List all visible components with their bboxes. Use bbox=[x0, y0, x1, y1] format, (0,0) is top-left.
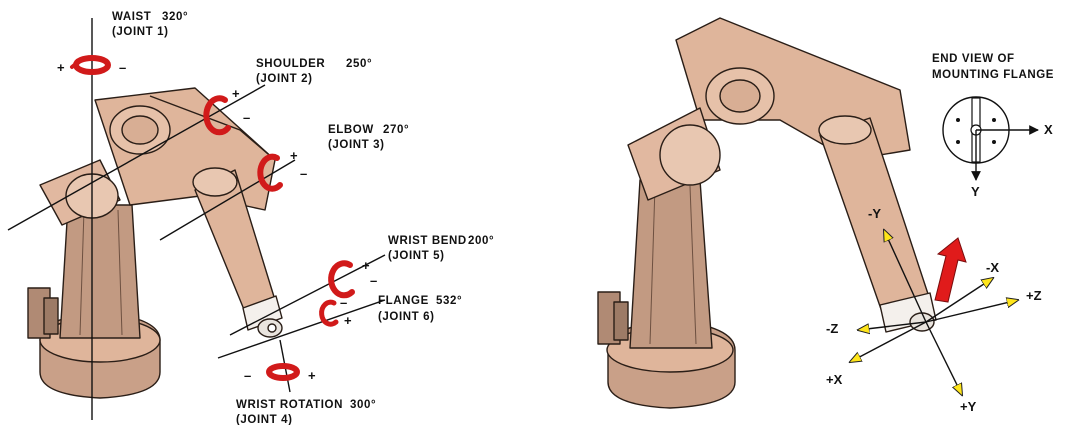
svg-text:-X: -X bbox=[986, 260, 999, 275]
axis-pos-z bbox=[925, 300, 1018, 323]
svg-text:ELBOW: ELBOW bbox=[328, 124, 374, 136]
svg-text:SHOULDER: SHOULDER bbox=[256, 58, 325, 70]
svg-text:(JOINT 5): (JOINT 5) bbox=[388, 250, 445, 262]
svg-text:+: + bbox=[57, 60, 65, 75]
svg-text:+Z: +Z bbox=[1026, 288, 1042, 303]
svg-text:END VIEW OF: END VIEW OF bbox=[932, 53, 1015, 65]
robot-column bbox=[59, 204, 141, 339]
svg-text:–: – bbox=[119, 60, 126, 75]
svg-text:-Y: -Y bbox=[868, 206, 881, 221]
svg-text:320°: 320° bbox=[162, 11, 188, 23]
svg-text:+Y: +Y bbox=[960, 399, 977, 414]
svg-text:-Z: -Z bbox=[826, 321, 838, 336]
tool-frame-labels: -Y +Y -X +X +Z -Z bbox=[826, 206, 1042, 414]
joint-label-wrist-rotation: – + WRIST ROTATION 300° (JOINT 4) bbox=[236, 368, 376, 426]
elbow-rotation-arrow bbox=[257, 153, 283, 192]
svg-text:–: – bbox=[340, 295, 347, 310]
svg-text:+: + bbox=[308, 368, 316, 383]
end-view-mounting-flange: END VIEW OF MOUNTING FLANGE X Y bbox=[932, 53, 1054, 199]
axis-pos-x bbox=[850, 321, 927, 362]
svg-text:WRIST ROTATION: WRIST ROTATION bbox=[236, 399, 343, 411]
svg-text:270°: 270° bbox=[383, 124, 409, 136]
joint-label-waist: WAIST 320° (JOINT 1) + – bbox=[57, 11, 188, 75]
wrist-bend-rotation-arrow bbox=[328, 260, 355, 299]
axis-neg-y bbox=[884, 230, 927, 323]
svg-text:WAIST: WAIST bbox=[112, 11, 151, 23]
svg-text:(JOINT 1): (JOINT 1) bbox=[112, 26, 169, 38]
svg-text:(JOINT 3): (JOINT 3) bbox=[328, 139, 385, 151]
axis-neg-x bbox=[925, 278, 993, 323]
svg-text:–: – bbox=[243, 110, 250, 125]
svg-text:300°: 300° bbox=[350, 399, 376, 411]
waist-rotation-arrow bbox=[70, 55, 111, 75]
svg-text:+X: +X bbox=[826, 372, 843, 387]
wrist-rotation-arrow bbox=[266, 363, 300, 381]
svg-text:(JOINT 2): (JOINT 2) bbox=[256, 73, 313, 85]
shoulder-rotation-arrow bbox=[203, 95, 231, 136]
tool-frame-axes bbox=[850, 230, 1018, 395]
svg-text:FLANGE: FLANGE bbox=[378, 295, 429, 307]
svg-text:–: – bbox=[300, 166, 307, 181]
svg-text:250°: 250° bbox=[346, 58, 372, 70]
svg-text:–: – bbox=[244, 368, 251, 383]
svg-text:+: + bbox=[344, 313, 352, 328]
svg-text:532°: 532° bbox=[436, 295, 462, 307]
joint-label-elbow: ELBOW 270° (JOINT 3) + – bbox=[290, 124, 409, 181]
left-rotation-arrows bbox=[70, 55, 355, 381]
svg-text:MOUNTING FLANGE: MOUNTING FLANGE bbox=[932, 69, 1054, 81]
flange-rotation-arrow bbox=[319, 299, 339, 327]
svg-text:(JOINT 4): (JOINT 4) bbox=[236, 414, 293, 425]
svg-text:–: – bbox=[370, 273, 377, 288]
svg-text:+: + bbox=[232, 86, 240, 101]
left-robot-illustration bbox=[27, 87, 283, 399]
axis-pos-y bbox=[925, 321, 962, 395]
robot-wrist bbox=[242, 295, 283, 331]
svg-text:+: + bbox=[290, 148, 298, 163]
joint-label-wrist-bend: WRIST BEND 200° (JOINT 5) + – bbox=[362, 235, 494, 288]
axis-neg-z bbox=[858, 321, 927, 330]
svg-text:200°: 200° bbox=[468, 235, 494, 247]
svg-text:+: + bbox=[362, 258, 370, 273]
robot-column bbox=[629, 179, 713, 349]
joint-label-shoulder: SHOULDER 250° (JOINT 2) + – bbox=[232, 58, 372, 125]
motion-direction-arrow bbox=[934, 237, 967, 303]
svg-text:WRIST BEND: WRIST BEND bbox=[388, 235, 467, 247]
svg-text:Y: Y bbox=[971, 184, 980, 199]
left-joint-axes bbox=[7, 18, 386, 420]
right-robot-illustration bbox=[597, 17, 937, 409]
svg-text:X: X bbox=[1044, 122, 1053, 137]
joint-label-flange: FLANGE 532° (JOINT 6) – + bbox=[340, 295, 462, 328]
svg-text:(JOINT 6): (JOINT 6) bbox=[378, 311, 435, 323]
